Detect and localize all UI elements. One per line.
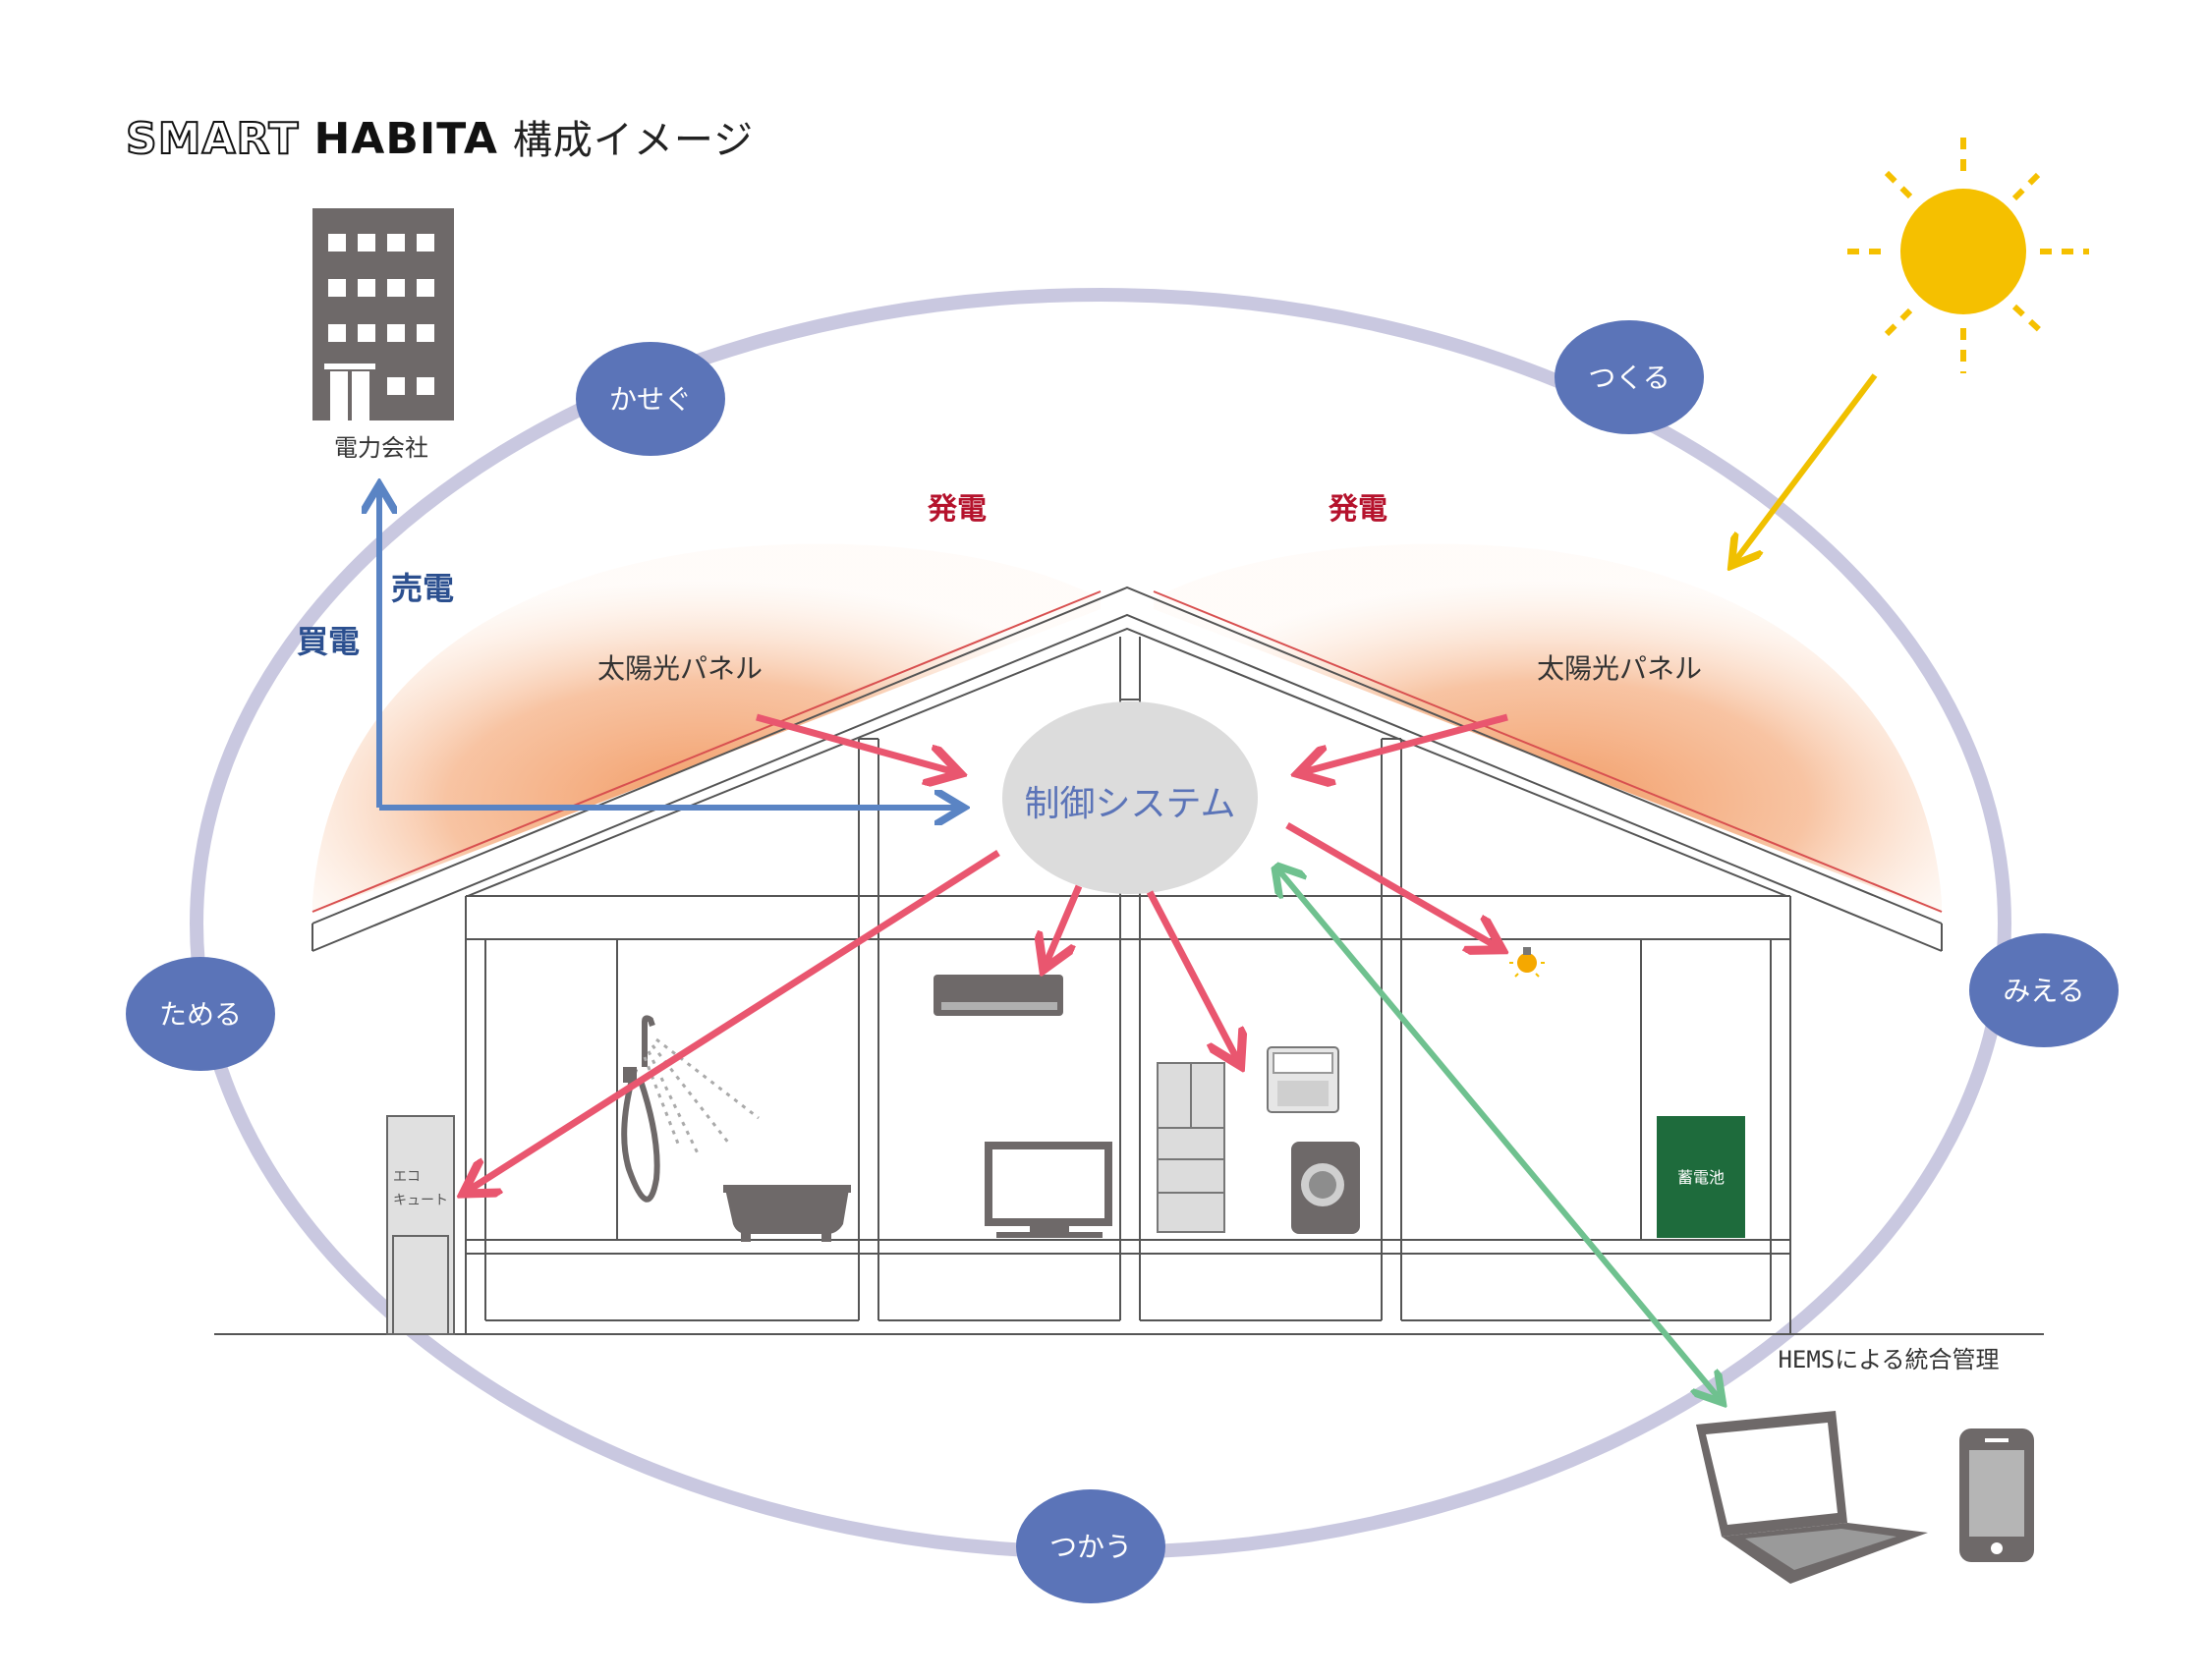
refrigerator-icon [1157, 1062, 1225, 1233]
dishwasher-icon [1267, 1046, 1339, 1113]
svg-text:かせぐ: かせぐ [609, 383, 692, 416]
control-system [1002, 701, 1258, 894]
solar-glow-left [312, 543, 1101, 914]
bathtub-icon [723, 1185, 851, 1242]
storage-battery-label: 蓄電池 [1677, 1168, 1725, 1187]
washing-machine-icon [1291, 1142, 1360, 1234]
solar-glow-right [1154, 543, 1942, 914]
arrow-control-to-fridge [1146, 890, 1238, 1061]
power-company-label: 電力会社 [334, 434, 428, 462]
control-system-label: 制御システム [1025, 784, 1236, 824]
sunlight-arrow [1734, 373, 1878, 562]
cycle-bubble-store: ためる [126, 957, 275, 1071]
page-title: SMART HABITA 構成イメージ [125, 108, 755, 165]
cycle-bubble-earn: かせぐ [576, 342, 725, 456]
sun-icon [1847, 138, 2089, 373]
arrow-panel-right-to-control [1303, 713, 1508, 772]
cycle-bubble-see: みえる [1969, 933, 2119, 1047]
title-subtitle: 構成イメージ [512, 118, 755, 163]
svg-text:ためる: ためる [159, 998, 242, 1031]
solar-panel-label-left: 太陽光パネル [597, 652, 763, 685]
generate-label-right: 発電 [1328, 492, 1387, 527]
arrow-control-to-ecocute [468, 850, 1000, 1191]
power-company-building-icon [312, 208, 454, 420]
cycle-bubble-use: つかう [1016, 1489, 1165, 1603]
laptop-icon [1696, 1411, 1928, 1584]
ecocute-label-line2: キュート [393, 1193, 448, 1208]
cycle-bubble-make: つくる [1555, 320, 1704, 434]
arrow-panel-left-to-control [756, 713, 955, 772]
svg-text:つくる: つくる [1588, 362, 1669, 394]
arrow-control-to-aircon [1046, 884, 1083, 965]
ecocute-label-line1: エコ [393, 1169, 421, 1185]
brand-habita: HABITA [313, 114, 498, 164]
hems-arrow [1277, 868, 1720, 1399]
air-conditioner-icon [934, 975, 1063, 1016]
generate-label-left: 発電 [927, 492, 987, 527]
svg-text:つかう: つかう [1049, 1531, 1132, 1563]
arrow-control-to-light [1285, 821, 1498, 947]
brand-smart: SMART [125, 113, 300, 165]
sell-power-label: 売電 [391, 570, 454, 607]
cycle-ring [190, 288, 2011, 1559]
light-bulb-icon [1509, 947, 1545, 978]
hems-label: HEMSによる統合管理 [1778, 1346, 1999, 1373]
ecocute-unit [386, 1115, 455, 1335]
svg-text:みえる: みえる [2003, 975, 2084, 1007]
solar-panel-label-right: 太陽光パネル [1537, 652, 1702, 685]
tv-icon [985, 1142, 1112, 1238]
smartphone-icon [1959, 1428, 2034, 1562]
buy-power-label: 買電 [297, 623, 360, 660]
